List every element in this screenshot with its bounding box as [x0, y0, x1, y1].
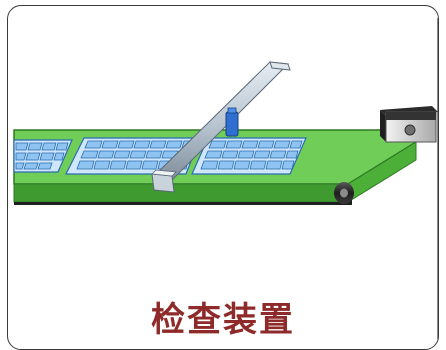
gantry-rail	[151, 61, 291, 193]
rail-end-block	[151, 173, 175, 193]
camera-sensor-icon	[225, 107, 239, 137]
inspection-device-illustration	[13, 18, 439, 339]
belt-return-underside	[14, 194, 352, 205]
motor-icon	[380, 106, 438, 143]
caption-title: 检查装置	[151, 300, 295, 340]
end-roller-hub	[340, 188, 348, 198]
panel-module-left	[13, 139, 73, 173]
panel-module-right	[191, 137, 307, 175]
belt-front-side	[13, 183, 349, 203]
